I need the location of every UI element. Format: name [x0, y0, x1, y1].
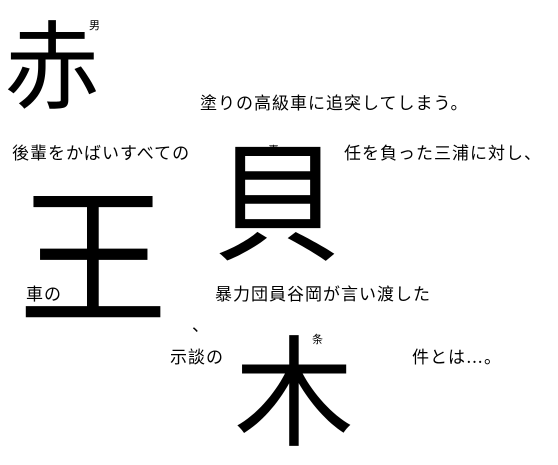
ruby-first: 男	[89, 19, 100, 32]
big-char-kai: 貝	[212, 129, 343, 281]
text-line-2b: 任を負った三浦に対し、	[344, 144, 542, 164]
text-line-4b: 件とは…。	[412, 348, 502, 368]
text-line-3b: 暴力団員谷岡が言い渡した	[215, 285, 431, 305]
ruby-second: 責	[268, 144, 279, 157]
text-line-4a: 示談の	[170, 348, 224, 368]
big-char-ou: 王	[18, 174, 169, 348]
text-line-2a: 後輩をかばいすべての	[12, 144, 191, 164]
punct-comma: 、	[192, 316, 210, 336]
text-line-1: 塗りの高級車に追突してしまう。	[200, 94, 469, 114]
text-line-3a: 車の	[26, 285, 62, 305]
big-char-ki: 木	[234, 326, 354, 465]
big-char-aka: 赤	[4, 12, 100, 124]
ruby-third: 条	[312, 333, 323, 346]
